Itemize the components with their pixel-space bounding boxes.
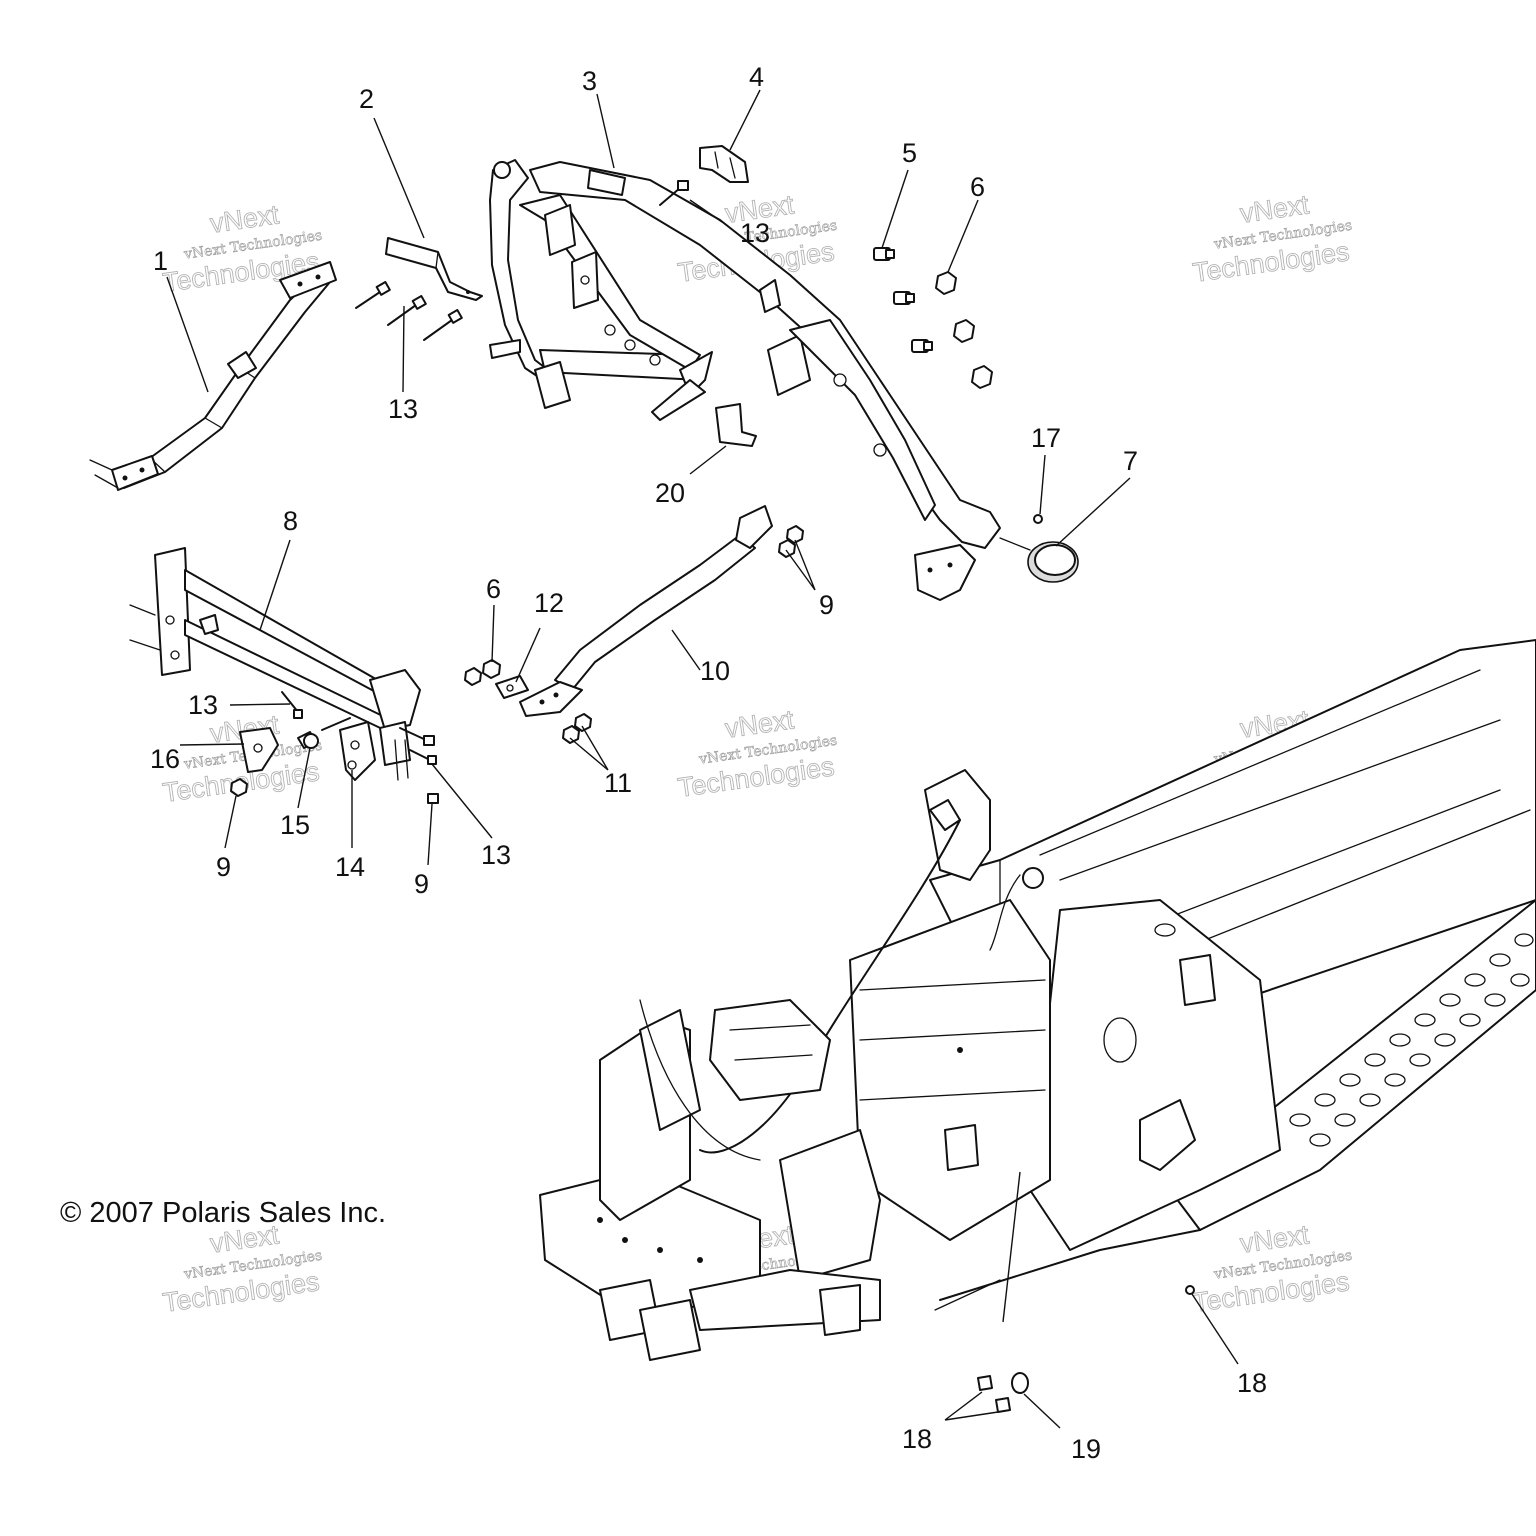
callout-18-right: 18 <box>1237 1368 1267 1398</box>
callout-15: 15 <box>280 810 310 840</box>
callout-10: 10 <box>700 656 730 686</box>
part-7-end-cap <box>999 537 1079 583</box>
part-8-cross-frame <box>129 547 421 781</box>
part-10-brace-tube <box>519 505 773 717</box>
part-4-clip <box>699 145 749 183</box>
callout-11: 11 <box>604 768 632 798</box>
bolts-9-upper <box>778 525 804 558</box>
part-18-plugs <box>977 1285 1195 1413</box>
part-1-brace-tube <box>89 261 337 491</box>
part-6-nuts <box>935 271 993 389</box>
callout-13-upper-left: 13 <box>388 394 418 424</box>
part-5-bolts <box>873 247 933 353</box>
bolts-11 <box>562 713 592 744</box>
part-19-plug <box>1011 1372 1029 1394</box>
watermark: vNext vNext Technologies Technologies <box>675 704 838 803</box>
hardware-lower-left <box>230 691 439 804</box>
callout-12: 12 <box>534 588 564 618</box>
watermark-line1: vNext <box>1238 1219 1311 1258</box>
watermark: vNext vNext Technologies Technologies <box>1190 1219 1353 1318</box>
watermark: vNext vNext Technologies Technologies <box>160 1219 323 1318</box>
part-20-plate <box>715 403 757 447</box>
callout-13-left: 13 <box>188 690 218 720</box>
bolt-13-top <box>659 180 689 206</box>
callout-5: 5 <box>902 138 917 168</box>
part-3-upper-frame <box>489 159 1001 601</box>
bolts-13-upper-left <box>355 281 463 341</box>
watermark-line1: vNext <box>723 704 796 743</box>
callout-13-top: 13 <box>740 218 770 248</box>
leader-lines <box>166 89 1239 1429</box>
part-12-plate <box>495 675 529 699</box>
copyright-notice: © 2007 Polaris Sales Inc. <box>60 1197 386 1229</box>
callout-20: 20 <box>655 478 685 508</box>
running-board-holes <box>1289 933 1534 1147</box>
callout-9-right: 9 <box>414 869 429 899</box>
callout-13-right: 13 <box>481 840 511 870</box>
callout-17: 17 <box>1031 423 1061 453</box>
callout-2: 2 <box>359 84 374 114</box>
callout-1: 1 <box>153 246 168 276</box>
callout-18-lower: 18 <box>902 1424 932 1454</box>
part-17-nut <box>1033 514 1043 524</box>
callout-14: 14 <box>335 852 365 882</box>
callout-19: 19 <box>1071 1434 1101 1464</box>
callout-9-upper: 9 <box>819 590 834 620</box>
watermark: vNext vNext Technologies Technologies <box>1190 189 1353 288</box>
callout-7: 7 <box>1123 446 1138 476</box>
callout-16: 16 <box>150 744 180 774</box>
part-6-nuts-lower <box>464 659 501 686</box>
callouts: 1 2 3 4 5 6 6 7 8 9 9 9 10 11 12 13 13 1… <box>150 62 1267 1464</box>
watermark-line1: vNext <box>1238 189 1311 228</box>
callout-3: 3 <box>582 66 597 96</box>
callout-6-lower: 6 <box>486 574 501 604</box>
front-bulkhead <box>539 999 881 1361</box>
chassis-tunnel <box>699 639 1536 1311</box>
callout-8: 8 <box>283 506 298 536</box>
callout-6: 6 <box>970 172 985 202</box>
callout-4: 4 <box>749 62 764 92</box>
callout-9-left: 9 <box>216 852 231 882</box>
watermark-line1: vNext <box>208 199 281 238</box>
part-2-bracket <box>385 237 483 301</box>
